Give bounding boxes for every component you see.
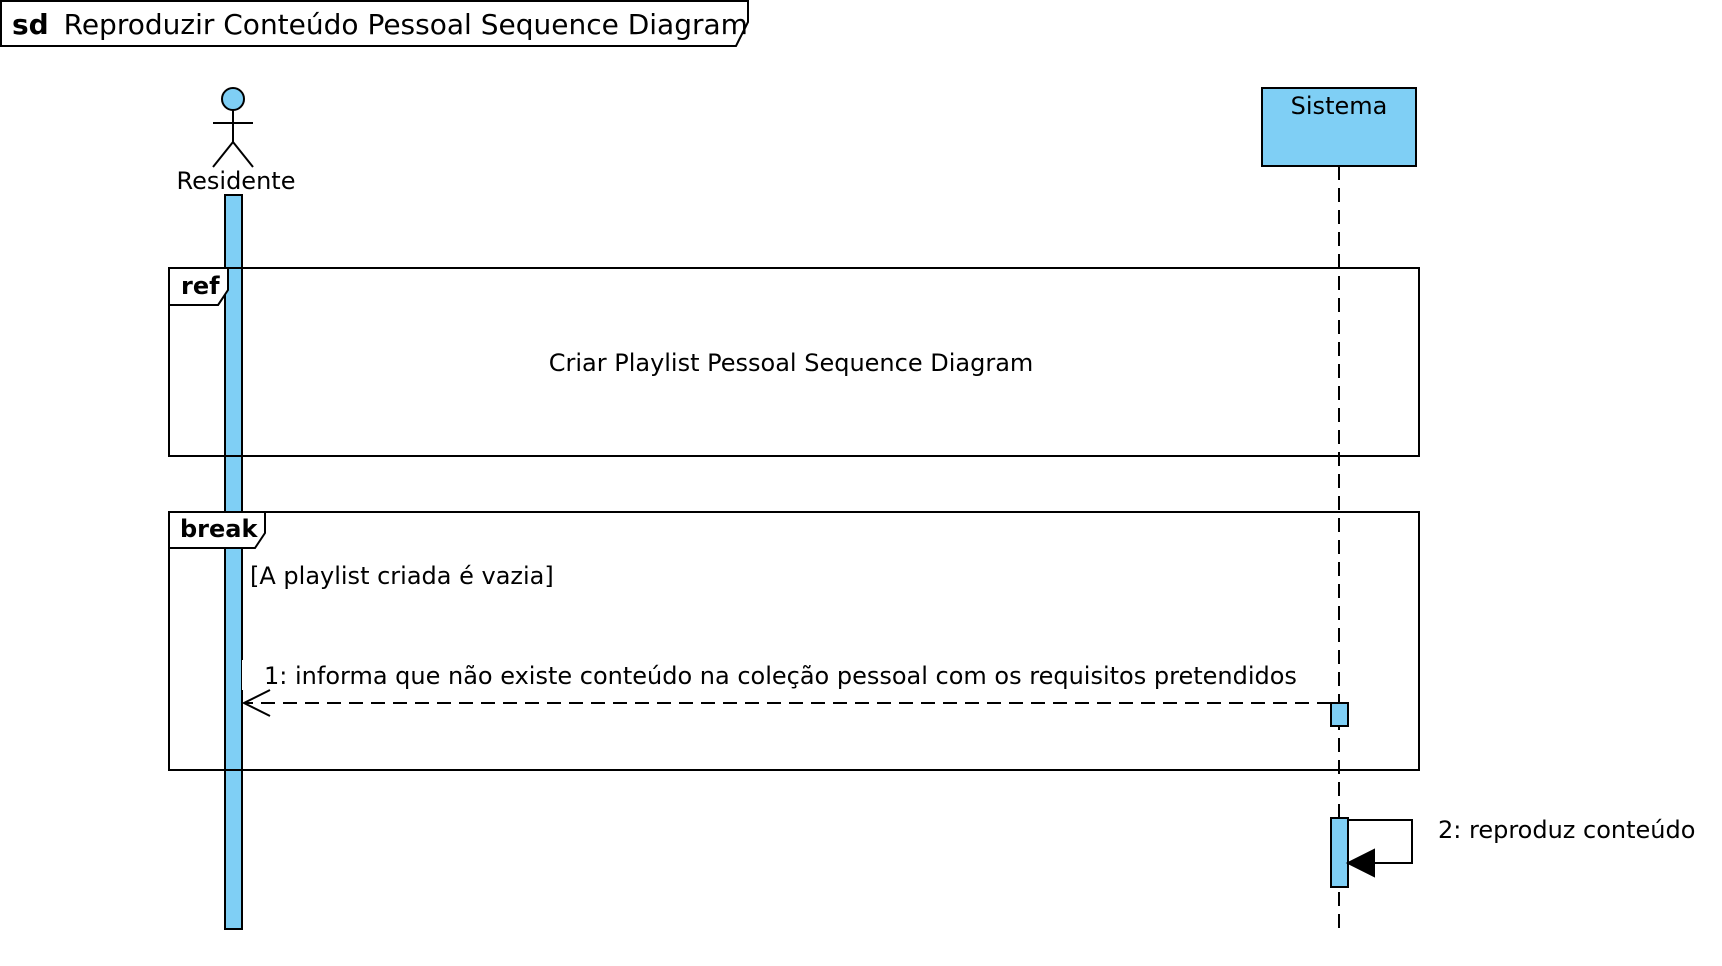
break-tab — [168, 511, 266, 549]
message-2[interactable]: 2: reproduz conteúdo — [1345, 816, 1695, 878]
ref-tab-front — [168, 267, 229, 306]
message-1-label: 1: informa que não existe conteúdo na co… — [264, 662, 1297, 690]
actor-name: Residente — [177, 167, 296, 195]
lifeline-sistema[interactable]: Sistema — [1261, 87, 1417, 933]
frame-title: Reproduzir Conteúdo Pessoal Sequence Dia… — [64, 8, 748, 41]
sistema-head-box — [1261, 87, 1417, 167]
frame-keyword: sd — [12, 8, 49, 41]
actor-left-leg — [212, 141, 234, 168]
ref-text: Criar Playlist Pessoal Sequence Diagram — [549, 349, 1034, 377]
frame-tab — [0, 0, 749, 47]
ref-fragment[interactable]: ref Criar Playlist Pessoal Sequence Diag… — [168, 267, 1420, 457]
frame-title-text: sd Reproduzir Conteúdo Pessoal Sequence … — [12, 8, 748, 41]
residente-activation-overlay — [224, 267, 243, 457]
message-1[interactable]: 1: informa que não existe conteúdo na co… — [241, 660, 1331, 717]
sistema-activation-2 — [1330, 817, 1349, 888]
actor-right-leg — [232, 141, 254, 168]
message-2-arrowhead — [1345, 848, 1375, 878]
residente-activation-overlay-2 — [224, 511, 243, 771]
sistema-activation-1 — [1330, 702, 1349, 727]
break-keyword: break — [180, 515, 258, 543]
actor-head — [221, 87, 245, 111]
actor-residente[interactable]: Residente — [177, 87, 296, 195]
diagram-frame: sd Reproduzir Conteúdo Pessoal Sequence … — [0, 0, 749, 47]
message-1-arrowhead — [241, 689, 271, 717]
break-guard: [A playlist criada é vazia] — [250, 562, 554, 590]
break-fragment[interactable] — [168, 511, 1420, 771]
message-2-line — [1348, 819, 1413, 864]
break-frame — [168, 511, 1420, 771]
message-2-label: 2: reproduz conteúdo — [1438, 816, 1695, 844]
ref-keyword-front: ref — [181, 272, 220, 300]
sistema-name: Sistema — [1291, 92, 1388, 120]
ref-frame — [168, 267, 1420, 457]
message-1-label-bg — [242, 660, 1302, 690]
